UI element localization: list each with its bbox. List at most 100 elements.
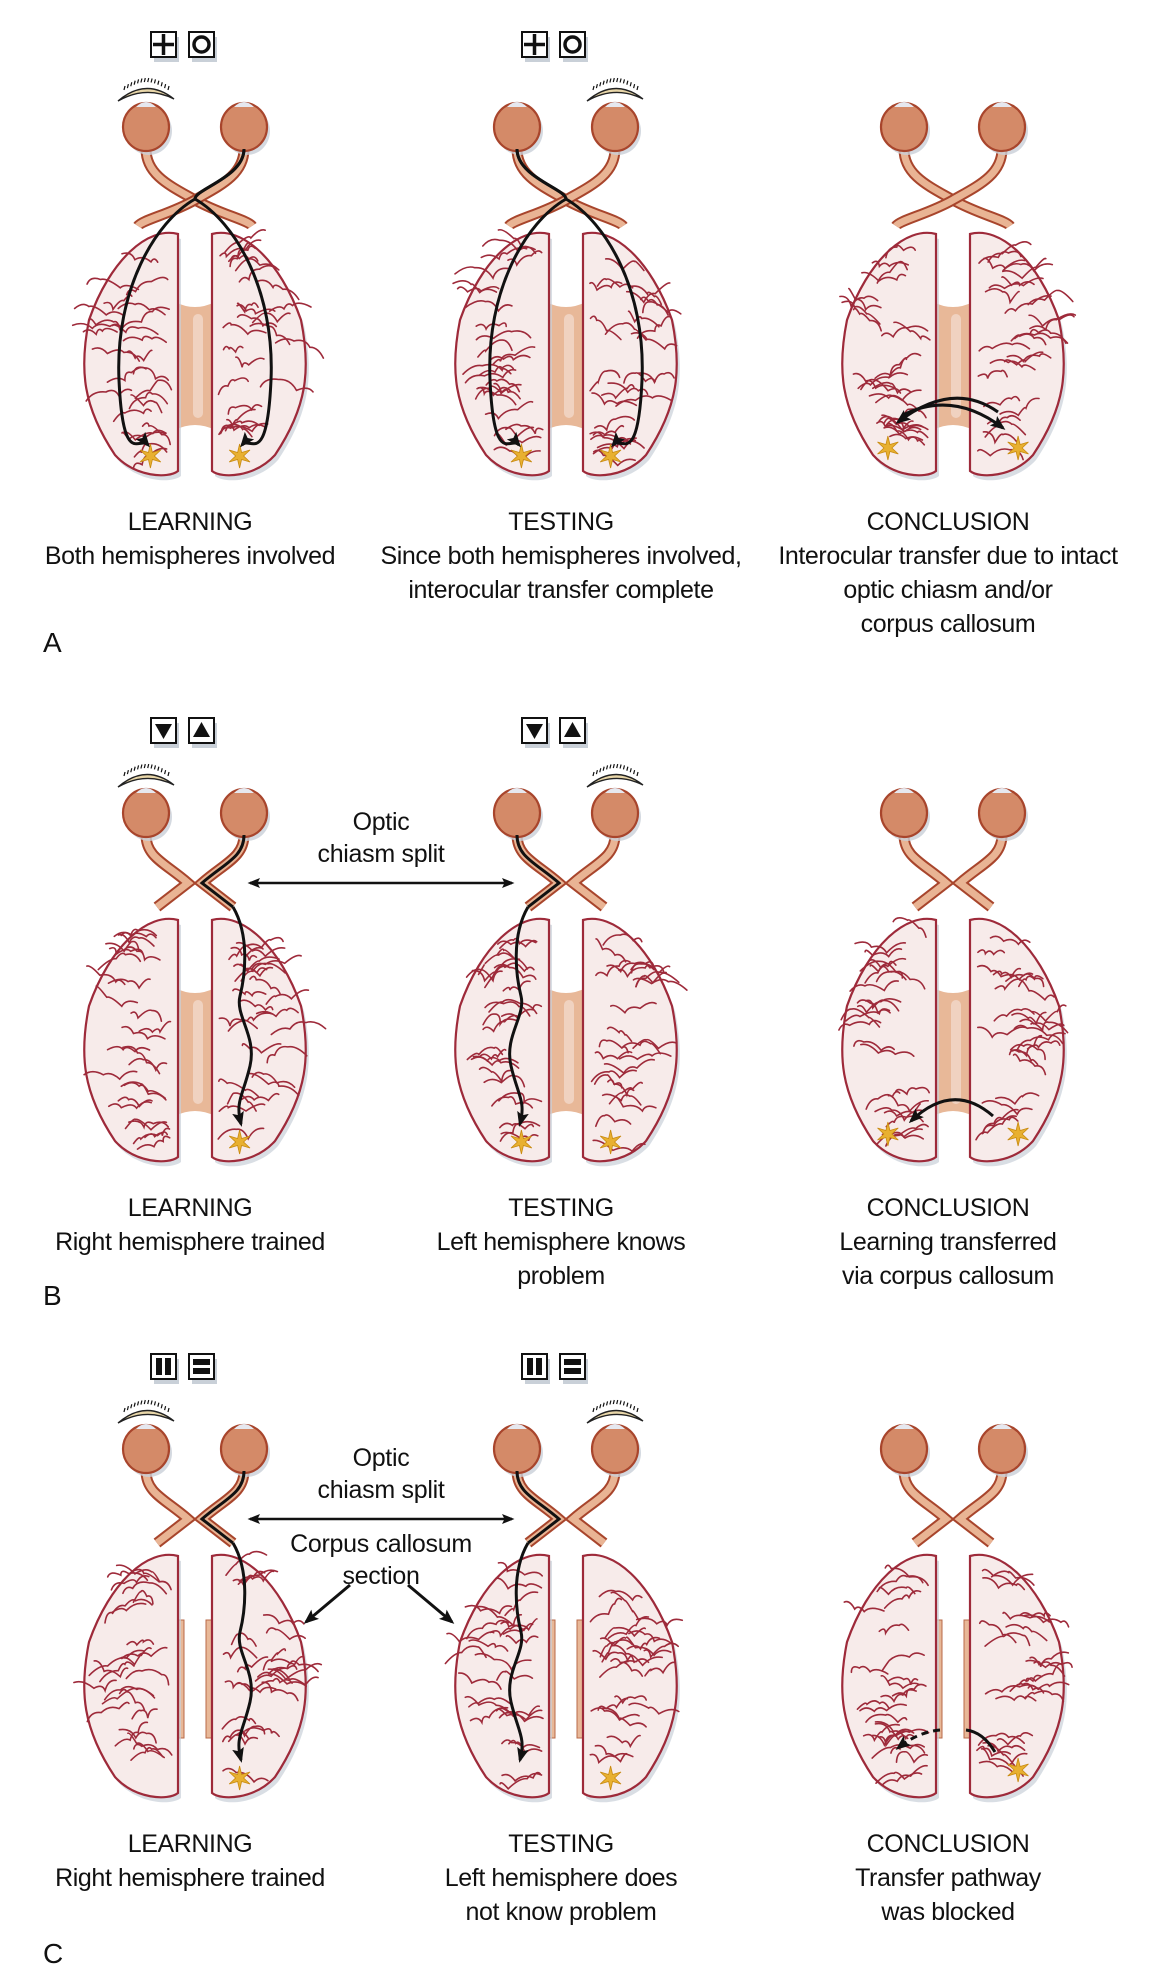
- panel-label: CONCLUSION: [866, 508, 1030, 536]
- vertical-bars-symbol-icon: [521, 1353, 548, 1380]
- callosum-pointer-right-arrow: [407, 1583, 455, 1624]
- callosum-highlight: [193, 1000, 203, 1104]
- visual-pathway-arrow: [231, 1542, 253, 1763]
- callosum-highlight: [951, 314, 961, 418]
- left-optic-nerve: [142, 834, 194, 910]
- gyri: [843, 1564, 930, 1786]
- visual-pathway-right-arrow: [515, 148, 644, 448]
- section-letter: A: [43, 627, 62, 658]
- panel-conclusion: [841, 1423, 1073, 1803]
- memory-trace-star-icon: [1007, 1757, 1029, 1783]
- left-optic-nerve: [142, 1470, 194, 1546]
- nerve-pathway-trace: [515, 834, 562, 909]
- left-eye-icon: [121, 1423, 171, 1475]
- left-hemisphere: [454, 1553, 551, 1799]
- memory-trace-star-icon: [599, 443, 622, 469]
- callosum-highlight: [951, 1000, 961, 1104]
- eyebrow-icon: [586, 1409, 644, 1424]
- right-eye-icon: [590, 1423, 640, 1475]
- panel-caption-line: corpus callosum: [860, 610, 1036, 638]
- left-eye-icon: [121, 787, 171, 839]
- left-eye-icon: [121, 101, 171, 153]
- gyri: [444, 1561, 544, 1790]
- cornea: [234, 1424, 254, 1429]
- panel-label: LEARNING: [127, 1830, 253, 1858]
- horizontal-bars-symbol-icon: [559, 1353, 586, 1380]
- memory-trace-star-icon: [510, 443, 533, 469]
- panel-testing: [452, 31, 682, 481]
- gyri: [73, 1564, 173, 1761]
- cornea: [992, 1424, 1012, 1429]
- right-hemisphere: [210, 231, 307, 477]
- panel-label: TESTING: [508, 1830, 614, 1858]
- panel-learning: [83, 717, 327, 1167]
- eyebrow-icon: [117, 773, 175, 788]
- panel-label: TESTING: [508, 1194, 614, 1222]
- optic-chiasm-split-label: Optic chiasm split: [231, 1442, 531, 1506]
- annotation-line: chiasm split: [317, 840, 445, 868]
- cornea: [992, 102, 1012, 107]
- panel-caption-line: Right hemisphere trained: [55, 1228, 325, 1256]
- right-optic-nerve: [954, 834, 1006, 910]
- right-optic-nerve: [567, 834, 619, 910]
- cornea: [136, 102, 156, 107]
- panel-caption-line: Both hemispheres involved: [44, 542, 336, 570]
- left-eye-icon: [492, 101, 542, 153]
- gyri: [221, 1550, 323, 1784]
- cornea: [605, 102, 625, 107]
- left-hemisphere: [841, 1553, 938, 1799]
- memory-trace-star-icon: [877, 1121, 899, 1147]
- cornea: [507, 102, 527, 107]
- panel-caption-line: optic chiasm and/or: [843, 576, 1053, 604]
- right-eye-icon: [590, 101, 640, 153]
- annotation-line: Optic: [352, 1444, 410, 1472]
- cornea: [507, 788, 527, 793]
- triangle-down-symbol-icon: [150, 717, 177, 744]
- memory-trace-star-icon: [510, 1129, 533, 1155]
- memory-trace-star-icon: [877, 435, 899, 461]
- nerve-pathway-trace: [199, 834, 246, 909]
- gyri: [465, 937, 543, 1142]
- callosum-pointer-left-arrow: [303, 1583, 351, 1624]
- right-hemisphere: [581, 1553, 678, 1799]
- blocked-transfer-arrow: [895, 1728, 941, 1750]
- section-c: [73, 1353, 1073, 1803]
- left-eye-icon: [879, 101, 929, 153]
- right-eye-icon: [977, 101, 1027, 153]
- memory-trace-star-icon: [228, 1129, 251, 1155]
- cornea: [136, 788, 156, 793]
- memory-trace-star-icon: [228, 443, 251, 469]
- cornea: [992, 788, 1012, 793]
- panel-testing: [454, 717, 688, 1167]
- eyebrow-icon: [586, 773, 644, 788]
- memory-trace-star-icon: [1007, 1121, 1029, 1147]
- panel-caption-line: was blocked: [881, 1898, 1015, 1926]
- right-eye-icon: [977, 787, 1027, 839]
- left-optic-nerve: [900, 834, 952, 910]
- panel-label: LEARNING: [127, 508, 253, 536]
- visual-pathway-right-arrow: [193, 148, 273, 448]
- panel-caption-line: Right hemisphere trained: [55, 1864, 325, 1892]
- panel-conclusion: [838, 787, 1069, 1167]
- section-letter: B: [43, 1280, 62, 1311]
- left-eye-icon: [879, 787, 929, 839]
- cornea: [894, 788, 914, 793]
- panel-conclusion: [839, 101, 1077, 481]
- callosum-highlight: [564, 314, 574, 418]
- panel-caption-line: Left hemisphere knows: [436, 1228, 686, 1256]
- section-letter: C: [43, 1938, 64, 1969]
- panel-testing: [444, 1353, 684, 1803]
- right-eye-icon: [219, 101, 269, 153]
- memory-trace-star-icon: [599, 1765, 622, 1791]
- eyebrow-icon: [117, 1409, 175, 1424]
- callosum-highlight: [193, 314, 203, 418]
- annotation-line: chiasm split: [317, 1476, 445, 1504]
- right-eye-icon: [590, 787, 640, 839]
- vertical-bars-symbol-icon: [150, 1353, 177, 1380]
- memory-trace-star-icon: [599, 1129, 622, 1155]
